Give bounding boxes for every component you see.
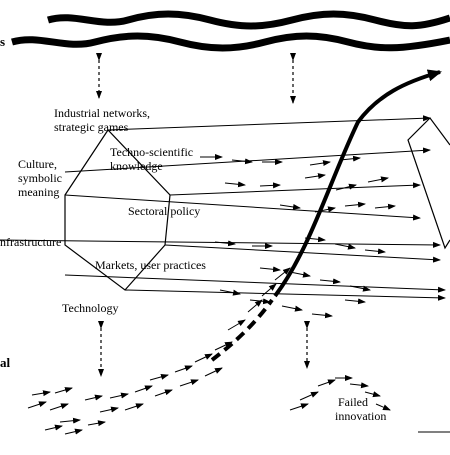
industrial-networks-label: Industrial networks, strategic games [54, 106, 153, 134]
regime-arrow-flurries [200, 154, 396, 319]
niche-label-fragment: al [0, 355, 11, 370]
landscape-label-fragment: s [0, 34, 5, 49]
landscape-band-top [47, 10, 450, 30]
landscape-bands [11, 10, 450, 52]
markets-label: Markets, user practices [95, 258, 206, 272]
failed-innovation-label: Failed innovation [335, 395, 386, 423]
sectoral-policy-label: Sectoral policy [128, 204, 200, 218]
breakthrough-trajectory-arrow [273, 69, 442, 298]
technology-label: Technology [62, 301, 118, 315]
failed-innovation-arrows [289, 375, 391, 411]
techno-scientific-label: Techno-scientific knowledge [110, 145, 196, 173]
niche-arrow-flurries [27, 267, 291, 435]
landscape-band-bottom [11, 32, 450, 52]
regime-hexagon-right [407, 117, 450, 250]
breakthrough-trajectory-dashed [210, 298, 274, 362]
level-interaction-arrows [96, 53, 310, 377]
infrastructure-label: nfrastructure [0, 235, 61, 249]
culture-label: Culture, symbolic meaning [18, 157, 65, 199]
